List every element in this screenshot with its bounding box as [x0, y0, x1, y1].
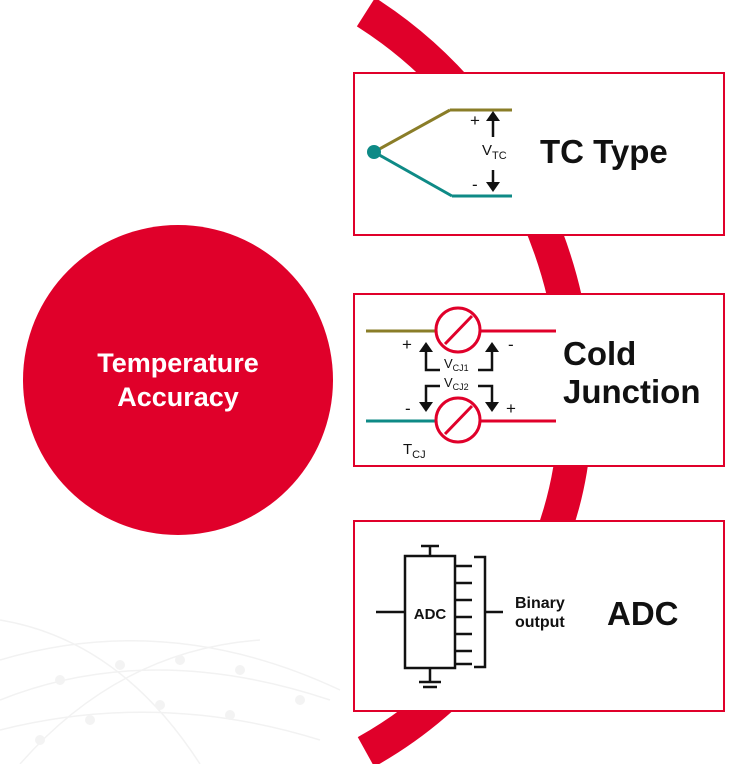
tc-minus-sign: -: [472, 175, 478, 194]
adc-title: ADC: [607, 595, 679, 632]
cj-top-junction-icon: [434, 306, 482, 354]
cj-minus1: -: [508, 335, 514, 354]
cj2-left-arrowhead-icon: [419, 402, 433, 412]
cj1-left-up-arrow-icon: [424, 350, 440, 372]
cold-junction-title-line1: Cold: [563, 335, 636, 372]
cj2-left-down-arrow-icon: [424, 384, 440, 404]
tc-wire-negative: [373, 150, 453, 198]
cj1-voltage-label: VCJ1: [444, 356, 469, 373]
cj-plus2: +: [506, 399, 516, 418]
adc-output-label-line1: Binary: [515, 595, 565, 612]
tc-plus-sign: +: [470, 111, 480, 130]
tc-junction-dot: [367, 145, 381, 159]
center-title-line1: Temperature: [97, 348, 259, 378]
background-pattern: [0, 619, 341, 764]
adc-box: ADC Binary output ADC: [353, 520, 725, 712]
tc-voltage-label: VTC: [482, 142, 507, 162]
tc-type-box: + - VTC TC Type: [353, 72, 725, 236]
cj-plus1: +: [402, 335, 412, 354]
adc-chip-icon: [376, 544, 503, 689]
tc-up-arrow-icon: [486, 111, 500, 137]
adc-chip-label: ADC: [414, 606, 447, 623]
cj1-left-arrowhead-icon: [419, 342, 433, 352]
cold-junction-box: + - - + VCJ1 VCJ2 TCJ Cold Junction: [353, 293, 725, 467]
cj2-right-down-arrow-icon: [478, 384, 494, 404]
cj-minus2: -: [405, 399, 411, 418]
cj2-voltage-label: VCJ2: [444, 375, 469, 392]
cj2-right-arrowhead-icon: [485, 402, 499, 412]
center-title-line2: Accuracy: [117, 382, 239, 412]
cold-junction-title-line2: Junction: [563, 373, 701, 410]
adc-output-label-line2: output: [515, 614, 565, 631]
tc-down-arrow-icon: [486, 170, 500, 192]
center-circle: [23, 225, 333, 535]
background-dots: [35, 655, 305, 745]
tc-type-title: TC Type: [540, 133, 668, 170]
cj-bottom-junction-icon: [434, 396, 482, 444]
cj-temperature-label: TCJ: [403, 441, 426, 461]
cj1-right-up-arrow-icon: [478, 350, 494, 372]
cj1-right-arrowhead-icon: [485, 342, 499, 352]
tc-wire-positive: [373, 108, 451, 154]
